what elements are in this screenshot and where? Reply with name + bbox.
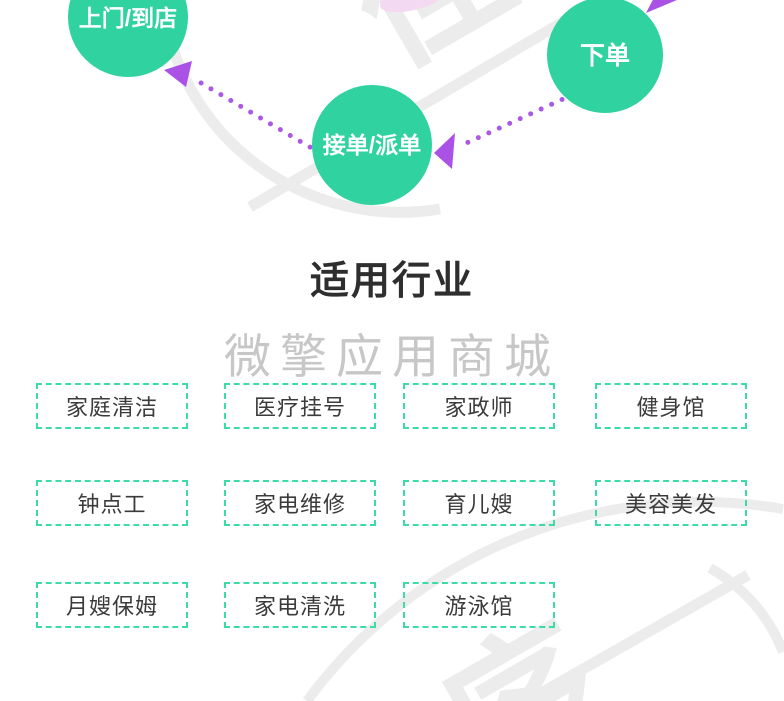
flow-node-dispatch-label: 接单/派单 (323, 132, 421, 158)
flow-node-dispatch-circle (312, 85, 432, 205)
industry-box: 家电维修 (224, 480, 376, 526)
industry-box: 育儿嫂 (403, 480, 555, 526)
industry-box: 家庭清洁 (36, 383, 188, 429)
industry-box: 月嫂保姆 (36, 582, 188, 628)
flow-diagram: 上门/到店 下单 接单/派单 (68, 0, 677, 205)
industry-box: 家电清洗 (224, 582, 376, 628)
industry-label: 医疗挂号 (253, 395, 346, 420)
industry-box: 医疗挂号 (224, 383, 376, 429)
dotted-connector-dispatch-to-visit (193, 77, 323, 156)
industry-box: 健身馆 (595, 383, 747, 429)
flow-node-visit-label: 上门/到店 (79, 5, 177, 31)
industry-label: 钟点工 (77, 492, 147, 517)
watermark-diagonal-top (247, 0, 603, 212)
industry-box: 美容美发 (595, 480, 747, 526)
industry-label: 家电维修 (253, 492, 346, 517)
industry-label: 健身馆 (636, 395, 706, 420)
flow-node-order-circle (547, 0, 663, 113)
watermark-ring-top (156, 0, 441, 218)
watermark-arc-bottom-right (707, 563, 784, 654)
industry-box: 游泳馆 (403, 582, 555, 628)
arrowhead-into-dispatch-icon (434, 133, 455, 169)
industry-box: 家政师 (403, 383, 555, 429)
industry-label: 家政师 (444, 395, 514, 420)
industry-box: 钟点工 (36, 480, 188, 526)
flow-node-visit-circle (68, 0, 188, 77)
section-title: 适用行业 (309, 260, 474, 303)
watermark-pink-blob (379, 0, 447, 13)
industry-label: 月嫂保姆 (65, 594, 158, 619)
industry-label: 美容美发 (624, 492, 717, 517)
watermark-ring-bottom (302, 496, 784, 701)
dotted-connector-order-to-dispatch (457, 87, 586, 149)
watermark-diagonal-bottom (524, 570, 751, 701)
flow-node-order-label: 下单 (580, 42, 630, 70)
arrowhead-into-visit-icon (164, 61, 192, 87)
industry-label: 游泳馆 (444, 594, 514, 619)
industry-label: 家庭清洁 (65, 395, 158, 420)
industry-label: 育儿嫂 (444, 492, 514, 517)
industry-label: 家电清洗 (253, 594, 346, 619)
arrowhead-top-right-icon (646, 0, 677, 13)
watermark-text: 微擎应用商城 (224, 330, 560, 383)
